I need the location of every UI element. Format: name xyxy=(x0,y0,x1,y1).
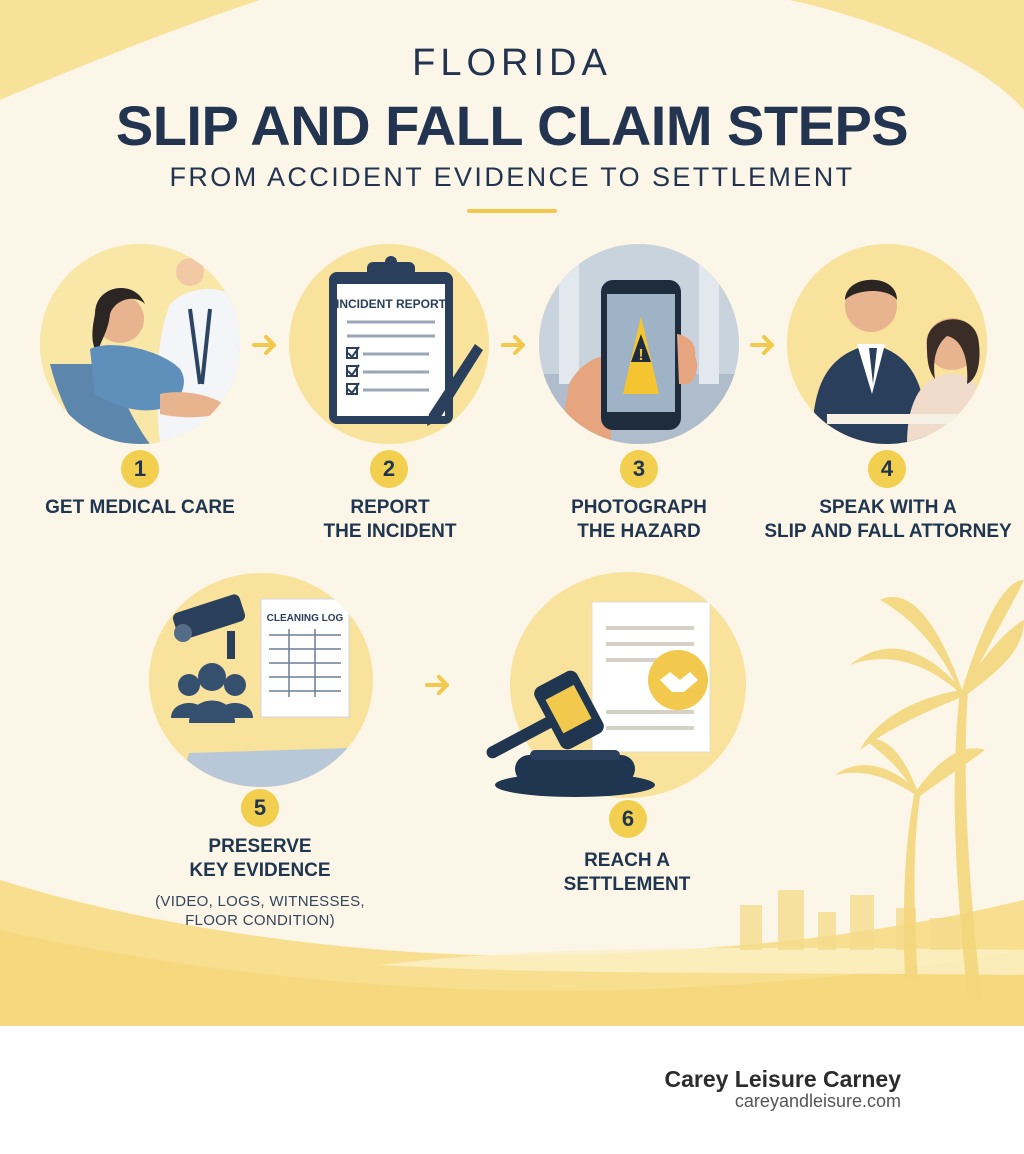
clipboard-icon: INCIDENT REPORT xyxy=(329,256,483,426)
step-1-label: GET MEDICAL CARE xyxy=(45,497,235,518)
step-5-number-badge: 5 xyxy=(241,789,279,827)
page-subtitle: FROM ACCIDENT EVIDENCE TO SETTLEMENT xyxy=(169,162,855,192)
step-2-illustration: INCIDENT REPORT xyxy=(289,244,489,444)
svg-text:!: ! xyxy=(638,347,643,364)
step-2-number-badge: 2 xyxy=(370,450,408,488)
footer-url: careyandleisure.com xyxy=(734,1091,901,1111)
step-1-illustration xyxy=(40,244,240,444)
cleaning-log-title: CLEANING LOG xyxy=(267,613,344,624)
header-kicker: FLORIDA xyxy=(412,42,612,84)
step-5-note: (VIDEO, LOGS, WITNESSES, FLOOR CONDITION… xyxy=(155,893,365,929)
arrow-right-icon xyxy=(750,335,774,355)
patient-with-doctor-icon xyxy=(40,244,240,444)
step-3-illustration: ! xyxy=(539,244,739,444)
settlement-document-icon xyxy=(591,601,711,753)
title-divider xyxy=(467,209,557,213)
clipboard-title: INCIDENT REPORT xyxy=(336,297,447,311)
page-title: SLIP AND FALL CLAIM STEPS xyxy=(115,94,909,157)
evidence-collection-icon: CLEANING LOG xyxy=(171,594,373,787)
step-2-label: REPORT THE INCIDENT xyxy=(323,497,457,542)
step-6-label: REACH A SETTLEMENT xyxy=(563,850,691,895)
phone-camera-icon: ! xyxy=(539,244,739,444)
palm-tree-icon xyxy=(835,580,1024,1000)
step-4-illustration xyxy=(787,244,987,444)
attorney-meeting-icon xyxy=(787,244,987,444)
arrow-right-icon xyxy=(252,335,276,355)
arrow-right-icon xyxy=(425,675,449,695)
step-1-number-badge: 1 xyxy=(121,450,159,488)
footer-brand: Carey Leisure Carney xyxy=(664,1066,901,1092)
step-3-number-badge: 3 xyxy=(620,450,658,488)
arrow-right-icon xyxy=(501,335,525,355)
background-decoration xyxy=(0,0,1024,1026)
step-6-number-badge: 6 xyxy=(609,800,647,838)
witnesses-icon xyxy=(171,663,253,723)
step-3-label: PHOTOGRAPH THE HAZARD xyxy=(571,497,707,542)
security-camera-icon xyxy=(172,594,246,659)
gavel-icon xyxy=(486,670,655,797)
step-4-label: SPEAK WITH A SLIP AND FALL ATTORNEY xyxy=(764,497,1012,542)
step-4-number-badge: 4 xyxy=(868,450,906,488)
step-5-label: PRESERVE KEY EVIDENCE xyxy=(189,836,331,881)
infographic-poster: FLORIDA SLIP AND FALL CLAIM STEPS FROM A… xyxy=(0,0,1024,1026)
step-5-illustration: CLEANING LOG xyxy=(149,573,373,787)
